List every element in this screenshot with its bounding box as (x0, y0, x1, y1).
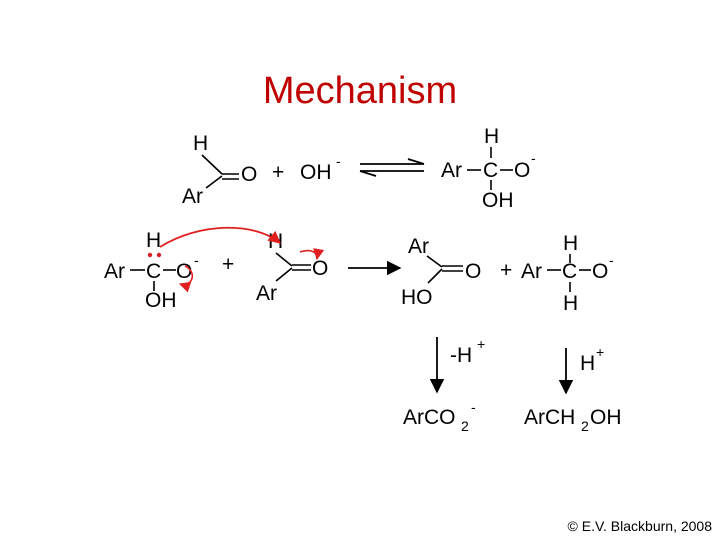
bond-single (205, 175, 223, 189)
atom-o: O (592, 260, 608, 283)
hydroxide: OH (300, 161, 332, 184)
plus-sign: + (272, 161, 284, 184)
bond-single (201, 154, 223, 175)
atom-h: H (268, 230, 283, 253)
atom-h: H (193, 132, 208, 155)
left-reagent: -H (450, 344, 472, 367)
step2-intermediate: H Ar C O - OH (104, 229, 199, 312)
atom-ar: Ar (182, 185, 203, 208)
charge: - (531, 150, 536, 166)
atom-o: O (465, 260, 481, 283)
atom-o: O (514, 159, 530, 182)
carboxylate-product: ArCO 2 - (403, 399, 476, 434)
atom-o: O (241, 163, 257, 186)
atom-o: O (176, 260, 192, 283)
atom-ar: Ar (104, 260, 125, 283)
atom-h: H (484, 125, 499, 148)
electron-dot (156, 252, 162, 258)
charge: - (609, 252, 614, 268)
right-reagent: H (580, 352, 595, 375)
atom-ar: Ar (521, 260, 542, 283)
hydride-shift-arrow (159, 226, 281, 248)
alcohol-formula-a: ArCH (524, 406, 575, 429)
atom-ar: Ar (256, 282, 277, 305)
curved-arrows (159, 226, 325, 293)
lone-pair-arrow (178, 265, 194, 293)
atom-h: H (146, 229, 161, 252)
left-reagent-charge: + (477, 336, 485, 352)
alcohol-subscript: 2 (581, 418, 589, 434)
alcohol-product: ArCH 2 OH (524, 406, 622, 434)
plus-sign: + (222, 253, 234, 276)
hydroxide-charge: - (336, 153, 341, 169)
carboxylate-charge: - (471, 399, 476, 415)
atom-c: C (483, 159, 498, 182)
carboxylate-formula: ArCO (403, 406, 456, 429)
atom-oh: OH (482, 189, 514, 212)
atom-c: C (562, 260, 577, 283)
atom-ar: Ar (408, 235, 429, 258)
step1-aldehyde: H O Ar (182, 132, 257, 208)
atom-oh: OH (145, 289, 177, 312)
carboxylate-subscript: 2 (461, 418, 469, 434)
charge: - (194, 252, 199, 268)
atom-h-top: H (563, 232, 578, 255)
step2-acid: Ar O HO (401, 235, 481, 309)
step2-aldehyde: H O Ar (256, 230, 328, 305)
atom-h-bottom: H (563, 292, 578, 315)
atom-o: O (312, 257, 328, 280)
electron-dot (147, 252, 153, 258)
atom-ho: HO (401, 286, 433, 309)
pi-bond-arrow (299, 248, 325, 261)
step1-product: H Ar C O - OH (441, 125, 536, 212)
atom-ar: Ar (441, 159, 462, 182)
plus-sign: + (500, 259, 512, 282)
equilibrium-arrows (359, 158, 425, 177)
copyright: © E.V. Blackburn, 2008 (567, 518, 712, 534)
right-reagent-charge: + (596, 344, 604, 360)
slide-title: Mechanism (262, 70, 458, 112)
step2-alkoxide: H Ar C O - H (521, 232, 614, 315)
alcohol-formula-b: OH (590, 406, 622, 429)
atom-c: C (146, 260, 161, 283)
